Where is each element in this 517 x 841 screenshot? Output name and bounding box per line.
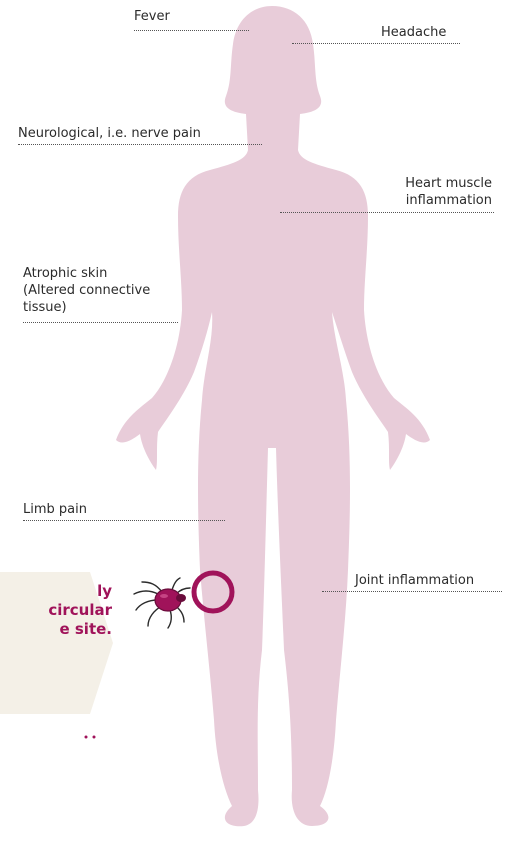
label-fever: Fever (134, 8, 170, 25)
callout-text: ly circular e site. (0, 582, 112, 639)
label-skin-line3: tissue) (23, 299, 183, 316)
leader-limb-pain (23, 520, 225, 521)
callout-line3: e site. (0, 620, 112, 639)
tick-icon (128, 572, 192, 634)
label-skin-line1: Atrophic skin (23, 265, 183, 282)
callout-line1: ly (0, 582, 112, 601)
leader-fever (134, 30, 249, 31)
callout-leader-dots (84, 735, 102, 739)
leader-joint-inflammation (322, 591, 502, 592)
callout-line2: circular (0, 601, 112, 620)
label-skin-line2: (Altered connective (23, 282, 183, 299)
bite-ring-icon (189, 568, 237, 616)
label-heart: Heart muscle inflammation (340, 175, 492, 209)
label-headache: Headache (381, 24, 446, 41)
leader-heart (280, 212, 494, 213)
label-heart-line1: Heart muscle (340, 175, 492, 192)
label-atrophic-skin: Atrophic skin (Altered connective tissue… (23, 265, 183, 316)
label-limb-pain: Limb pain (23, 501, 87, 518)
label-joint-inflammation: Joint inflammation (355, 572, 474, 589)
label-heart-line2: inflammation (340, 192, 492, 209)
leader-neurological (18, 144, 262, 145)
leader-atrophic-skin (23, 322, 178, 323)
leader-headache (292, 43, 460, 44)
label-neurological: Neurological, i.e. nerve pain (18, 125, 201, 142)
